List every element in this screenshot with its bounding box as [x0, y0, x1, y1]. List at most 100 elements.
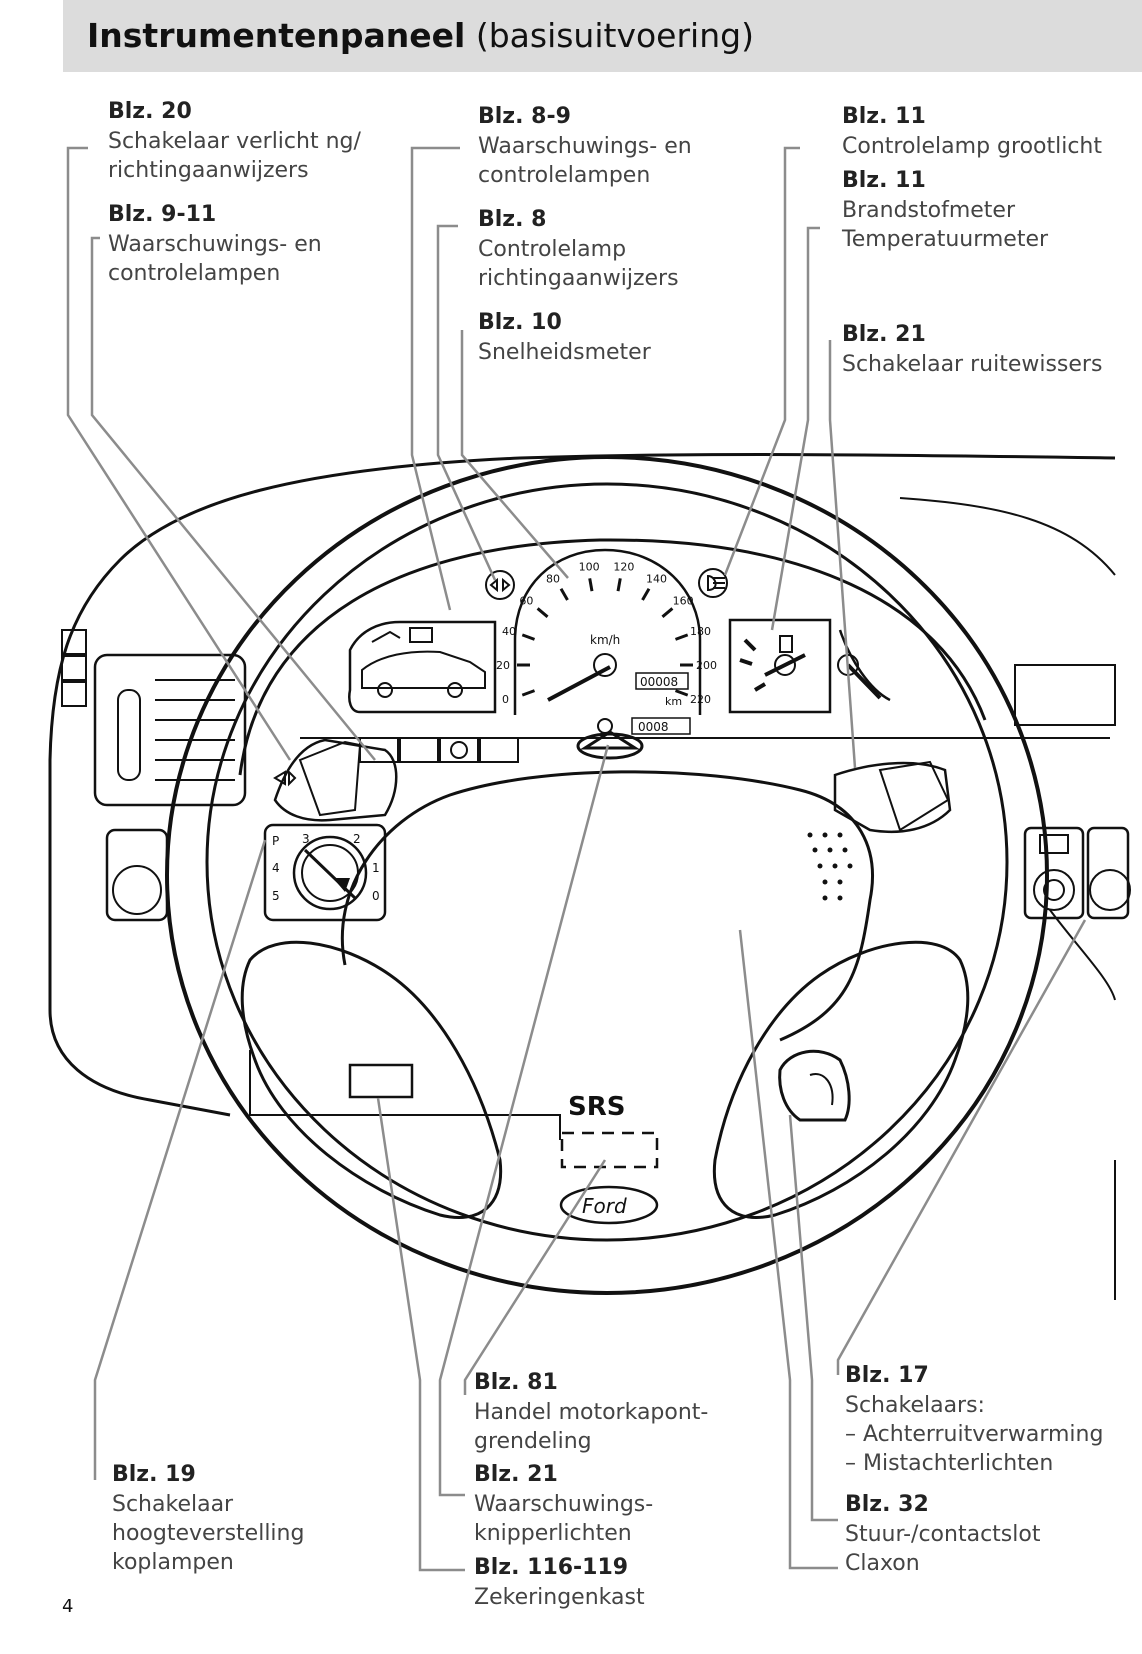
callout-rear-switches: Blz. 17 Schakelaars: – Achterruitverwarm… [845, 1361, 1103, 1478]
hood-release-outline [560, 1131, 659, 1169]
title-subtitle: (basisuitvoering) [475, 16, 754, 55]
speed-tick [559, 588, 569, 601]
callout-desc-line: Brandstofmeter [842, 198, 1015, 223]
speed-tick [674, 689, 689, 697]
callout-desc-line: – Mistachterlichten [845, 1451, 1054, 1476]
left-side-switches [61, 629, 87, 707]
callout-fuel-temp-gauges: Blz. 11 Brandstofmeter Temperatuurmeter [842, 166, 1048, 254]
rear-window-heater-switch [1023, 826, 1085, 920]
indicator-arrows-icon [273, 769, 297, 787]
speed-tick [616, 578, 622, 592]
speed-tick-label: 60 [519, 595, 533, 608]
light-indicator-stalk [273, 738, 398, 822]
temp-gauge-needle [846, 663, 882, 700]
speed-tick-label: 80 [546, 572, 560, 585]
callout-desc-line: Waarschuwings- [474, 1492, 654, 1517]
callout-desc-line: Schakelaar ruitewissers [842, 352, 1103, 377]
warning-lamp-panel [348, 620, 497, 714]
hazard-triangle-button [579, 730, 641, 750]
speed-tick-label: 0 [502, 693, 509, 706]
ford-emblem-text: Ford [582, 1194, 627, 1218]
callout-ref: Blz. 81 [474, 1370, 558, 1395]
dashboard-outline [48, 453, 1116, 1117]
switch-position-label: 1 [372, 861, 380, 875]
page-number: 4 [62, 1596, 74, 1617]
callout-wiper-switch: Blz. 21 Schakelaar ruitewissers [842, 320, 1102, 379]
glovebox-edge-left [249, 1050, 561, 1140]
left-air-vent [93, 653, 247, 807]
rear-fog-light-switch [1086, 826, 1130, 920]
car-silhouette-icon [361, 650, 486, 689]
vent-thumbwheel [117, 689, 141, 781]
odometer-unit: km [665, 695, 682, 708]
switch-position-label: P [272, 834, 279, 848]
callout-speedometer: Blz. 10 Snelheidsmeter [478, 308, 651, 367]
callout-ref: Blz. 8-9 [478, 104, 571, 129]
speed-tick [641, 588, 651, 601]
speedometer-housing [513, 548, 702, 715]
speed-tick [536, 607, 549, 618]
odometer-box [635, 672, 689, 690]
callout-desc-line: Schakelaars: [845, 1393, 985, 1418]
speed-unit: km/h [590, 633, 620, 647]
switch-position-label: 2 [353, 832, 361, 846]
switch-pointer [333, 878, 350, 892]
ford-emblem [559, 1185, 659, 1225]
speed-tick-label: 40 [502, 625, 516, 638]
callout-ref: Blz. 11 [842, 168, 926, 193]
glovebox-handle [348, 1063, 414, 1099]
callout-desc-line: controlelampen [108, 261, 281, 286]
callout-ignition-horn: Blz. 32 Stuur-/contactslot Claxon [845, 1490, 1040, 1578]
speed-tick [588, 578, 594, 592]
callout-desc-line: – Achterruitverwarming [845, 1422, 1104, 1447]
callout-hood-release: Blz. 81 Handel motorkapont- grendeling [474, 1368, 708, 1456]
left-lower-socket [105, 828, 169, 922]
callout-desc-line: Claxon [845, 1551, 920, 1576]
callout-desc-line: hoogteverstelling [112, 1521, 305, 1546]
steering-wheel-right-spoke [712, 940, 970, 1220]
temp-gauge-edge [838, 629, 891, 702]
callout-ref: Blz. 9-11 [108, 202, 217, 227]
switch-position-label: 0 [372, 889, 380, 903]
battery-icon [409, 627, 433, 643]
speed-tick-label: 160 [673, 595, 694, 608]
wiper-stalk [833, 761, 952, 834]
dashboard-curve-right [1049, 909, 1116, 1001]
high-beam-lamp-icon [698, 568, 728, 598]
oil-icon [371, 630, 401, 643]
speed-tick [674, 633, 689, 641]
page-header: Instrumentenpaneel (basisuitvoering) [63, 0, 1142, 72]
page-title: Instrumentenpaneel (basisuitvoering) [87, 16, 754, 55]
callout-desc-line: richtingaanwijzers [108, 158, 309, 183]
right-display-panel [1014, 664, 1116, 726]
callout-hazard-lights: Blz. 21 Waarschuwings- knipperlichten [474, 1460, 653, 1548]
speedometer-needle [547, 665, 611, 702]
callout-turn-indicator-lamp: Blz. 8 Controlelamp richtingaanwijzers [478, 205, 679, 293]
callout-ref: Blz. 32 [845, 1492, 929, 1517]
cluster-hood [238, 538, 987, 776]
callout-ref: Blz. 17 [845, 1363, 929, 1388]
speed-tick-label: 180 [690, 625, 711, 638]
callout-ref: Blz. 21 [842, 322, 926, 347]
airbag-pad-upper [340, 770, 874, 1042]
headlamp-level-switch-panel [263, 823, 387, 922]
callout-desc-line: Waarschuwings- en [478, 134, 692, 159]
speed-tick-label: 220 [690, 693, 711, 706]
speed-tick [521, 633, 536, 641]
speed-tick-label: 100 [579, 561, 600, 574]
callout-ref: Blz. 21 [474, 1462, 558, 1487]
callout-leader-lines [66, 146, 1087, 1572]
callout-ref: Blz. 8 [478, 207, 547, 232]
callout-light-indicator-switch: Blz. 20 Schakelaar verlicht ng/ richting… [108, 97, 361, 185]
callout-desc-line: controlelampen [478, 163, 651, 188]
speed-tick-label: 120 [613, 561, 634, 574]
steering-wheel-rim-outer [165, 455, 1049, 1295]
needle-hub [593, 653, 617, 677]
fuel-gauge-housing [728, 618, 832, 714]
turn-signal-lamp-icon [485, 570, 515, 600]
speed-tick-label: 200 [696, 659, 717, 672]
callout-ref: Blz. 11 [842, 104, 926, 129]
trip-counter-value: 0008 [638, 720, 669, 734]
